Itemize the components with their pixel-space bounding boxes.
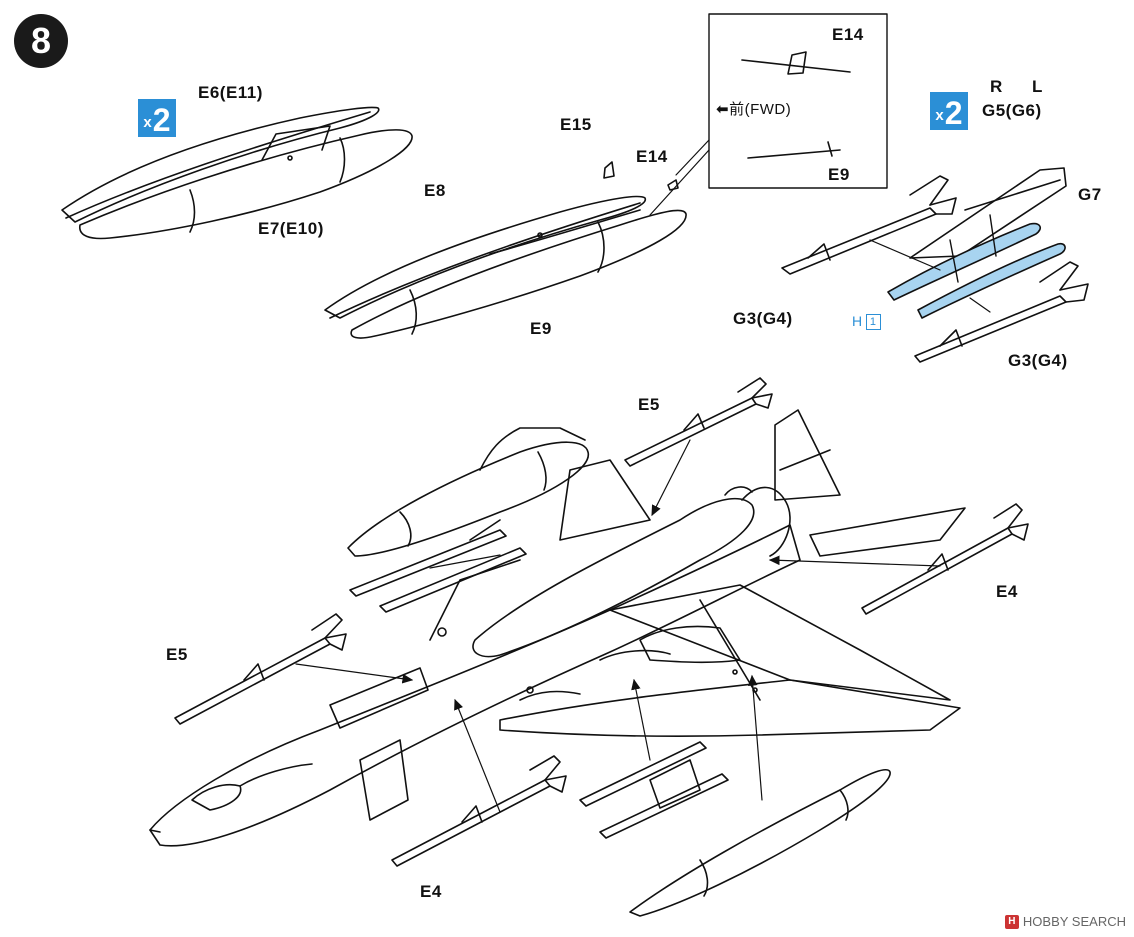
drop-tank-lower: [629, 768, 891, 917]
fwd-text: 前(FWD): [729, 101, 792, 118]
inset-detail: [649, 13, 888, 216]
leader-lines: [295, 439, 941, 813]
label-e5-top: E5: [638, 395, 660, 414]
h-number-box: 1: [865, 314, 881, 331]
inset-label-e14: E14: [832, 25, 864, 44]
aircraft-body: [149, 409, 966, 847]
label-e5-left: E5: [166, 645, 188, 664]
label-e15: E15: [560, 115, 592, 134]
watermark-text: HOBBY SEARCH: [1022, 914, 1126, 929]
label-e4-bottom: E4: [420, 882, 442, 901]
label-e8: E8: [424, 181, 446, 200]
inset-fwd-label: ⬅前(FWD): [716, 102, 791, 117]
multiplier-value: 2: [944, 95, 963, 131]
missile-rack-assembly: [781, 167, 1089, 363]
multiplier-value: 2: [152, 102, 171, 138]
label-e9: E9: [530, 319, 552, 338]
label-l: L: [1032, 77, 1043, 96]
watermark-logo-icon: H: [1004, 914, 1019, 929]
label-g5-g6: G5(G6): [982, 101, 1042, 120]
missile-e4-bottom: [391, 755, 567, 867]
fuel-tank-e6-e7: [61, 106, 413, 240]
step-number-badge: 8: [14, 14, 68, 68]
quantity-badge-left: x 2: [138, 99, 176, 137]
missile-e5-left: [174, 613, 347, 725]
multiplier-symbol: x: [143, 114, 152, 131]
arrow-left-icon: ⬅: [716, 101, 730, 118]
missile-cluster-center: [579, 741, 729, 839]
h-letter: H: [852, 313, 863, 329]
label-e4-right: E4: [996, 582, 1018, 601]
label-g7: G7: [1078, 185, 1102, 204]
missile-cluster-left: [349, 519, 527, 613]
fuel-tank-e8-e9: [324, 161, 687, 339]
label-g3-g4-left: G3(G4): [733, 309, 793, 328]
drop-tank-upper: [347, 427, 590, 557]
label-e7-e10: E7(E10): [258, 219, 324, 238]
missile-e4-right: [861, 503, 1029, 615]
watermark: H HOBBY SEARCH: [1004, 914, 1126, 929]
label-g3-g4-right: G3(G4): [1008, 351, 1068, 370]
label-r: R: [990, 77, 1003, 96]
label-e14: E14: [636, 147, 668, 166]
inset-label-e9: E9: [828, 165, 850, 184]
quantity-badge-right: x 2: [930, 92, 968, 130]
missile-e5-top: [624, 377, 773, 467]
label-e6-e11: E6(E11): [198, 83, 263, 102]
multiplier-symbol: x: [935, 107, 944, 124]
